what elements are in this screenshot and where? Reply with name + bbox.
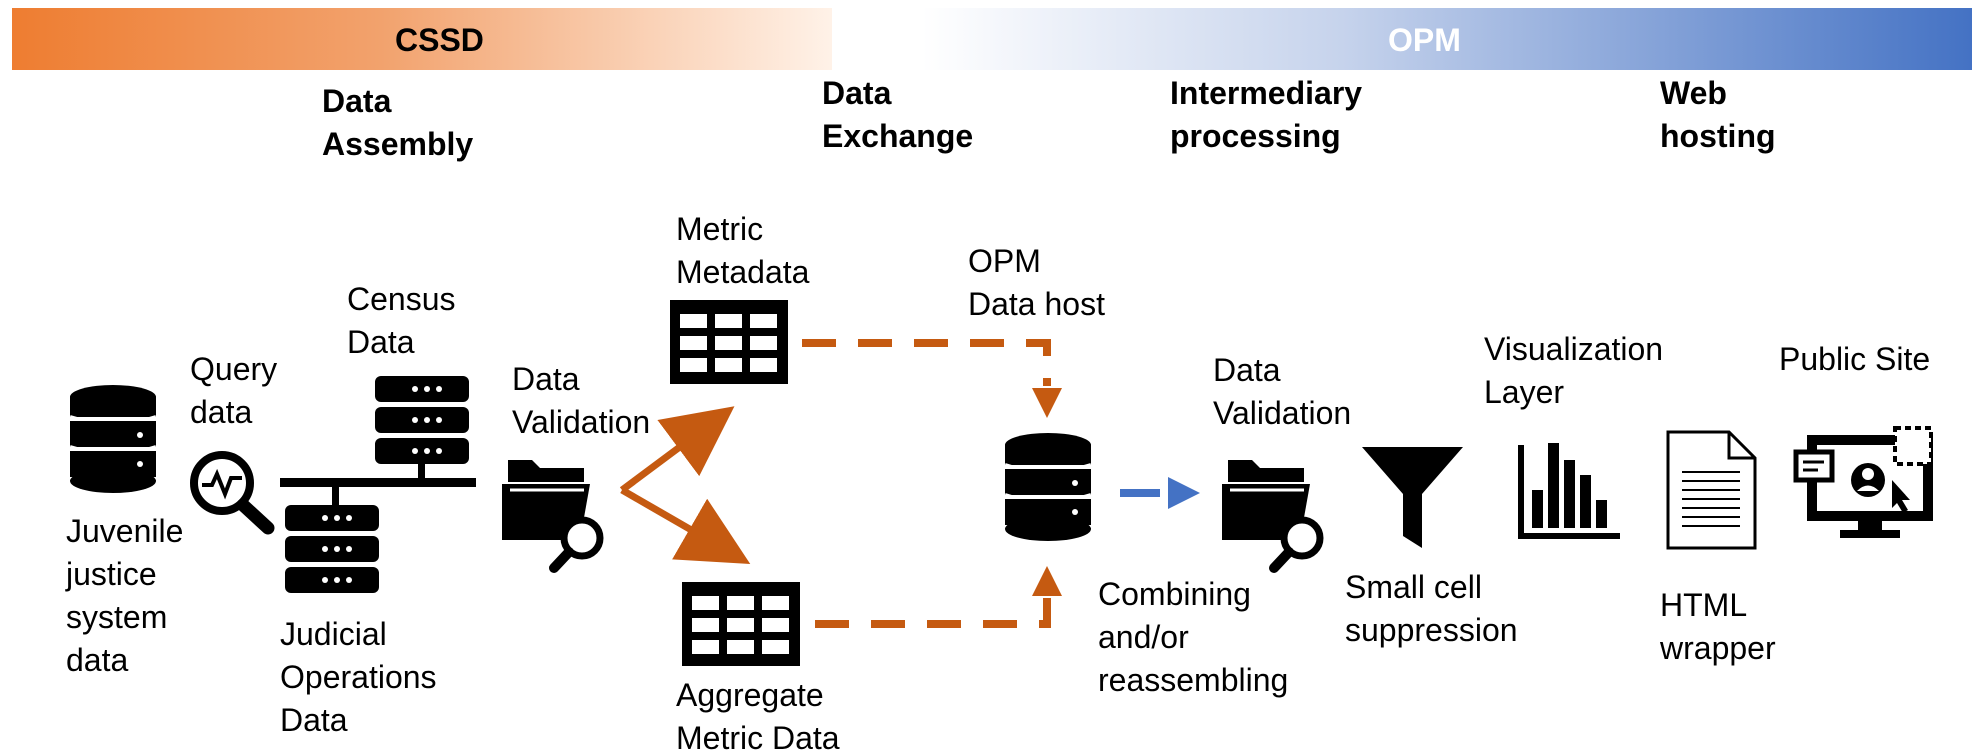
label-aggregate-metric-data: Aggregate Metric Data: [676, 677, 840, 755]
dashed-arrow-metadata: [802, 339, 1062, 418]
cssd-band-label: CSSD: [395, 22, 484, 58]
label-metric-metadata: Metric Metadata: [676, 211, 810, 290]
phase-web-hosting: Web hosting: [1660, 75, 1776, 154]
opm-band-label: OPM: [1388, 22, 1461, 58]
phase-data-exchange: Data Exchange: [822, 75, 974, 154]
label-small-cell-suppression: Small cell suppression: [1345, 569, 1518, 648]
label-query-data: Query data: [190, 351, 278, 430]
label-combining-reassembling: Combining and/or reassembling: [1098, 576, 1289, 698]
phase-intermediary-processing: Intermediary processing: [1170, 75, 1363, 154]
document-icon: [1666, 430, 1757, 550]
monitor-user-icon: [1793, 426, 1933, 538]
server-connector: [280, 458, 476, 507]
search-analytics-icon: [190, 451, 275, 535]
blue-arrow: [1120, 477, 1200, 509]
folder-search-icon: [502, 460, 604, 573]
cssd-band: [12, 8, 832, 70]
phase-data-assembly: Data Assembly: [322, 83, 474, 162]
dashed-arrow-aggregate: [815, 566, 1062, 628]
label-data-validation-opm: Data Validation: [1213, 352, 1352, 431]
bar-chart-icon: [1518, 443, 1620, 539]
funnel-icon: [1362, 447, 1463, 548]
label-html-wrapper: HTML wrapper: [1660, 587, 1776, 666]
database-icon: [69, 385, 157, 493]
label-visualization-layer: Visualization Layer: [1484, 331, 1664, 410]
opm-band: [922, 8, 1972, 70]
database-icon: [1004, 433, 1092, 541]
label-data-validation-cssd: Data Validation: [512, 361, 651, 440]
label-public-site: Public Site: [1779, 341, 1931, 377]
table-grid-icon: [670, 300, 788, 384]
server-icon: [375, 376, 469, 464]
label-judicial-operations-data: Judicial Operations Data: [280, 616, 437, 738]
table-grid-icon: [682, 582, 800, 666]
folder-search-icon: [1222, 460, 1324, 573]
label-opm-data-host: OPM Data host: [968, 243, 1105, 322]
label-juvenile-data: Juvenile justice system data: [66, 513, 184, 678]
split-arrows: [619, 406, 751, 564]
server-icon: [285, 505, 379, 593]
label-census-data: Census Data: [347, 281, 456, 360]
